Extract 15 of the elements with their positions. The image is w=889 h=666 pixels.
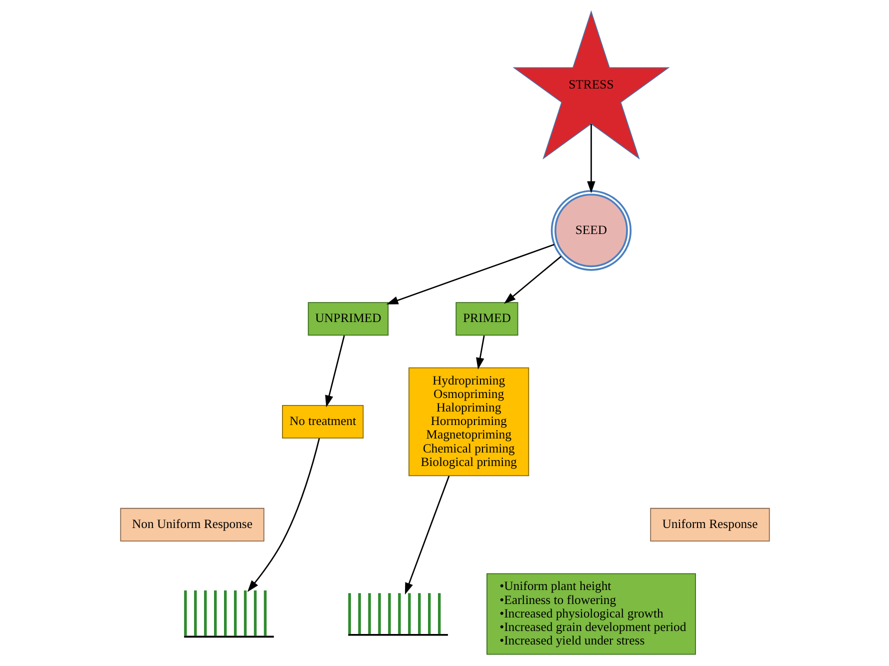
node-box: Uniform Response [650,508,770,542]
node-circle: SEED [550,190,632,271]
node-box: Non Uniform Response [120,508,264,542]
arrow [586,124,595,194]
node-box: •Uniform plant height •Earliness to flowering •Increased physiological growth •Increased grain development period •Increased yield under stress [486,573,696,655]
node-box: PRIMED [455,302,518,336]
arrow [503,256,561,304]
node-box: Hydropriming Osmopriming Halopriming Hormopriming Magnetopriming Chemical priming Biological priming [408,367,529,476]
arrow [386,244,554,304]
arrow [476,335,484,370]
arrow [246,438,320,592]
arrow [324,335,344,408]
arrow [404,476,450,595]
node-box: UNPRIMED [307,302,388,336]
node-box: No treatment [282,405,364,439]
